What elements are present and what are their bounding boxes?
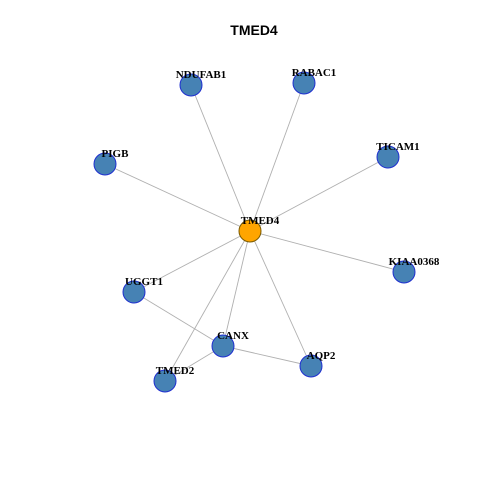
edge-tmed4-rabac1 bbox=[249, 82, 305, 232]
node-kiaa0368[interactable] bbox=[392, 260, 416, 284]
node-rabac1[interactable] bbox=[292, 71, 316, 95]
node-label-canx: CANX bbox=[217, 330, 249, 342]
edge-tmed4-kiaa0368 bbox=[249, 230, 405, 273]
node-label-ticam1: TICAM1 bbox=[376, 141, 419, 153]
edge-tmed4-canx bbox=[222, 230, 251, 347]
node-label-tmed2: TMED2 bbox=[156, 365, 195, 377]
graph-title: TMED4 bbox=[230, 22, 278, 38]
node-label-aqp2: AQP2 bbox=[307, 350, 336, 362]
node-label-ndufab1: NDUFAB1 bbox=[176, 69, 227, 81]
node-uggt1[interactable] bbox=[122, 280, 146, 304]
edge-tmed4-pigb bbox=[104, 163, 251, 232]
edge-tmed4-tmed2 bbox=[164, 230, 251, 382]
edge-tmed4-uggt1 bbox=[133, 230, 251, 293]
node-ticam1[interactable] bbox=[376, 145, 400, 169]
node-tmed4[interactable] bbox=[238, 219, 262, 243]
node-label-pigb: PIGB bbox=[102, 148, 130, 160]
node-label-tmed4: TMED4 bbox=[241, 215, 280, 227]
node-label-uggt1: UGGT1 bbox=[125, 276, 163, 288]
node-label-kiaa0368: KIAA0368 bbox=[389, 256, 440, 268]
edge-tmed4-ticam1 bbox=[249, 156, 389, 232]
node-ndufab1[interactable] bbox=[179, 73, 203, 97]
node-canx[interactable] bbox=[211, 334, 235, 358]
node-tmed2[interactable] bbox=[153, 369, 177, 393]
edge-tmed4-aqp2 bbox=[249, 230, 312, 367]
edge-canx-aqp2 bbox=[222, 345, 312, 367]
edge-tmed4-ndufab1 bbox=[190, 84, 251, 232]
node-aqp2[interactable] bbox=[299, 354, 323, 378]
node-label-rabac1: RABAC1 bbox=[292, 67, 337, 79]
edge-uggt1-canx bbox=[133, 291, 224, 347]
nodes-layer bbox=[93, 71, 416, 393]
node-pigb[interactable] bbox=[93, 152, 117, 176]
